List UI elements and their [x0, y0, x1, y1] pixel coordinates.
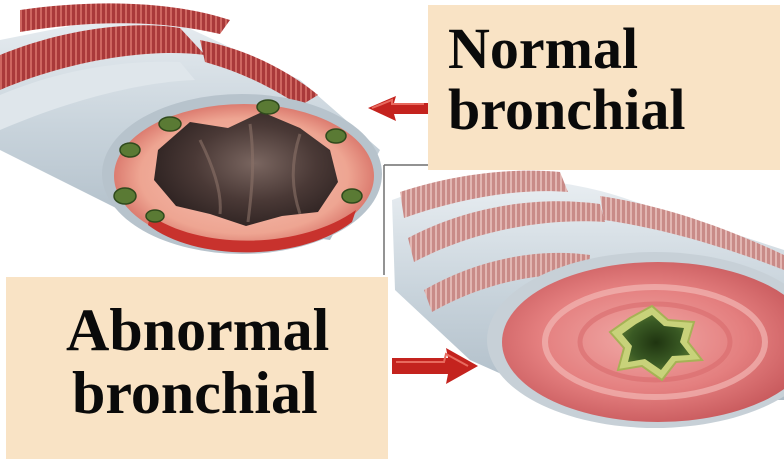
abnormal-bronchus: [392, 171, 784, 428]
normal-label-line-1: Normal: [448, 19, 780, 80]
abnormal-label-line-1: Abnormal: [66, 299, 388, 362]
abnormal-bronchial-label: Abnormal bronchial: [6, 277, 388, 459]
left-arrow-icon: [368, 96, 428, 121]
normal-label-line-2: bronchial: [448, 80, 780, 141]
normal-bronchus: [0, 3, 382, 254]
normal-bronchial-label: Normal bronchial: [428, 5, 780, 170]
abnormal-label-line-2: bronchial: [72, 362, 388, 425]
